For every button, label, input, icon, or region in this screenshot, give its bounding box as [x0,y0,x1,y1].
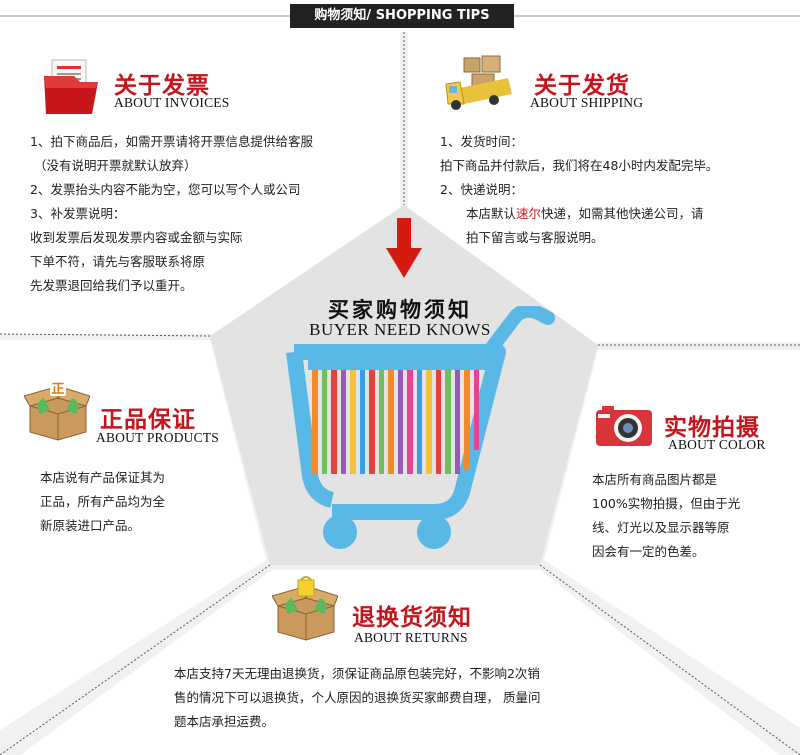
shipping-title-en: ABOUT SHIPPING [530,95,644,110]
delivery-truck-icon [445,55,512,110]
shipping-body: 1、发货时间： 拍下商品并付款后，我们将在48小时内发配完毕。 2、快递说明： … [440,130,718,250]
product-badge-text: 正 [51,382,64,397]
shipping-line: 本店默认速尔快递，如需其他快递公司，请 [440,202,718,226]
shipping-line: 2、快递说明： [440,182,523,197]
shipping-title-cn: 关于发货 [534,73,630,99]
products-title-cn: 正品保证 [100,407,196,433]
shipping-line-post: 快递，如需其他快递公司，请 [541,206,704,221]
arrow-down-icon [386,218,422,278]
invoices-line: 先发票退回给我们予以重开。 [30,278,193,293]
shipping-line: 拍下留言或与客服说明。 [466,230,604,245]
courier-name: 速尔 [516,206,542,221]
product-box-icon: 正 [24,380,90,441]
color-line: 线、灯光以及显示器等原 [592,520,730,535]
color-line: 100%实物拍摄，但由于光 [592,496,741,511]
invoices-line: 收到发票后发现发票内容或金额与实际 [30,230,243,245]
center-title-en: BUYER NEED KNOWS [309,320,491,339]
invoices-line: （没有说明开票就默认放弃） [34,158,197,173]
returns-line: 题本店承担运费。 [174,714,275,729]
shipping-line-pre: 本店默认 [466,206,517,221]
color-body: 本店所有商品图片都是 100%实物拍摄，但由于光 线、灯光以及显示器等原 因会有… [592,468,740,564]
shipping-line: 1、发货时间： [440,134,523,149]
invoice-folder-icon [44,59,98,114]
invoices-line: 3、补发票说明： [30,206,126,221]
products-line: 新原装进口产品。 [40,518,141,533]
invoices-line: 2、发票抬头内容不能为空，您可以写个人或公司 [30,182,301,197]
products-title-en: ABOUT PRODUCTS [96,430,219,445]
header-title: 购物须知/ SHOPPING TIPS [290,4,514,28]
invoices-line: 1、拍下商品后，如需开票请将开票信息提供给客服 [30,134,313,149]
invoices-title-en: ABOUT INVOICES [114,95,230,110]
products-line: 正品，所有产品均为全 [40,494,166,509]
invoices-line: 下单不符，请先与客服联系将原 [30,254,206,269]
shipping-line: 拍下商品并付款后，我们将在48小时内发配完毕。 [440,158,719,173]
returns-title-cn: 退换货须知 [352,605,472,631]
color-line: 因会有一定的色差。 [592,544,705,559]
camera-icon [596,406,652,446]
returns-title-en: ABOUT RETURNS [354,630,468,645]
returns-line: 售的情况下可以退换货，个人原因的退换货买家邮费自理， 质量问 [174,690,541,705]
invoices-title-cn: 关于发票 [114,73,210,99]
products-body: 本店说有产品保证其为 正品，所有产品均为全 新原装进口产品。 [40,466,165,538]
color-title-cn: 实物拍摄 [664,415,760,441]
shopping-cart-icon [286,306,555,549]
returns-line: 本店支持7天无理由退换货，须保证商品原包装完好，不影响2次销 [174,666,540,681]
header-bar: 购物须知/ SHOPPING TIPS [0,0,800,32]
returns-panel [20,570,780,755]
color-line: 本店所有商品图片都是 [592,472,718,487]
invoices-body: 1、拍下商品后，如需开票请将开票信息提供给客服 （没有说明开票就默认放弃） 2、… [30,130,313,298]
returns-box-icon [272,576,338,641]
color-title-en: ABOUT COLOR [668,437,766,452]
cart-stripes [312,370,479,474]
dotted-dividers [0,32,800,755]
returns-body: 本店支持7天无理由退换货，须保证商品原包装完好，不影响2次销 售的情况下可以退换… [174,662,540,734]
center-title-cn: 买家购物须知 [328,298,472,322]
products-line: 本店说有产品保证其为 [40,470,166,485]
